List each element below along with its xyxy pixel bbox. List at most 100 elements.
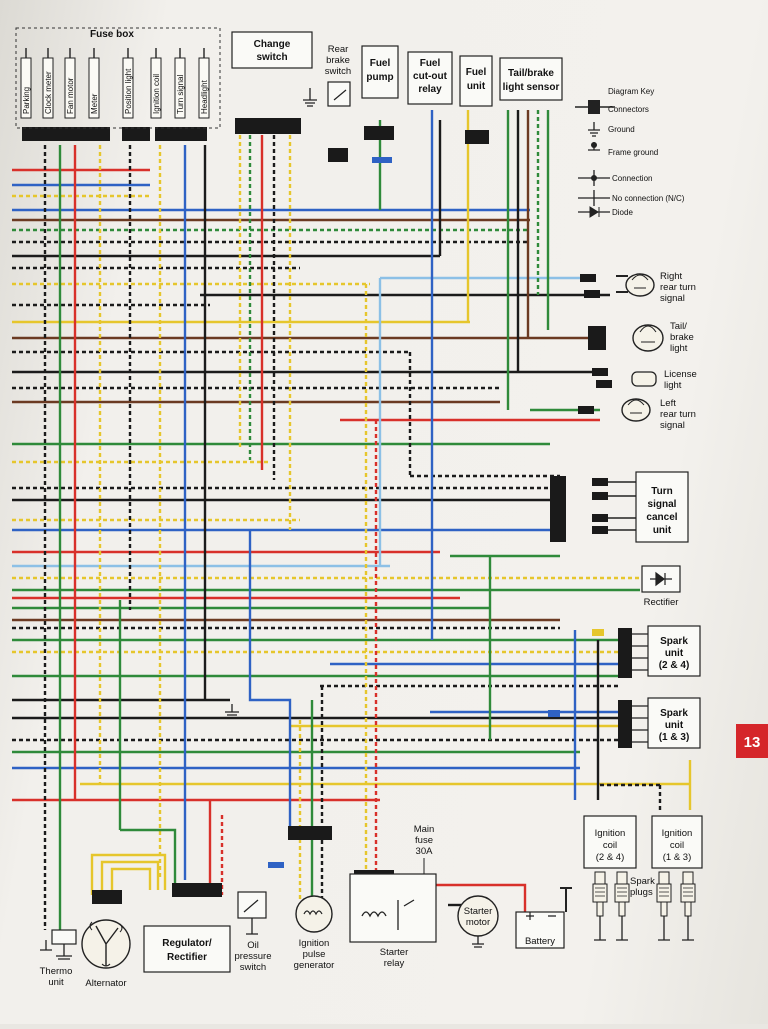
fuse-slots: Parking Clock meter Fan motor Meter Position…: [20, 48, 210, 119]
fuse-label: Position light: [124, 68, 133, 114]
spark-plug-icon: [614, 871, 630, 930]
spark-plugs-label-1: Spark: [630, 876, 655, 887]
pulse-gen-label-2: pulse: [303, 949, 326, 960]
fuse-label: Ignition coil: [152, 74, 161, 114]
chapter-number: 13: [744, 734, 761, 751]
fuel-pump-label-1: Fuel: [370, 58, 391, 69]
cancel-unit-label-4: unit: [653, 525, 672, 536]
alternator-label: Alternator: [85, 978, 126, 989]
starter-relay-label-1: Starter: [380, 947, 409, 958]
starter-relay: Starter relay: [349, 873, 437, 969]
spark-plug-icon: [656, 871, 672, 930]
rear-brake-switch: Rear brake switch: [325, 44, 351, 107]
fuse-label: Turn signal: [176, 75, 185, 115]
license-light: License light: [631, 369, 697, 391]
coil-24-label-2: coil: [603, 840, 617, 851]
pulse-gen-label-1: Ignition: [299, 938, 330, 949]
right-turn-label-3: signal: [660, 293, 685, 304]
fuse-headlight: Headlight: [198, 48, 210, 119]
key-connection: Connection: [612, 174, 652, 183]
cancel-unit-label-2: signal: [648, 499, 677, 510]
starter-motor-label-2: motor: [466, 917, 490, 928]
fuel-relay-label-2: cut-out: [413, 71, 448, 82]
fuse-clock-meter: Clock meter: [42, 48, 54, 119]
left-turn-label-3: signal: [660, 420, 685, 431]
license-label-1: License: [664, 369, 697, 380]
coil-24-label-3: (2 & 4): [596, 852, 625, 863]
coil-24-label-1: Ignition: [595, 828, 626, 839]
regulator-rectifier: Regulator/ Rectifier: [143, 925, 231, 973]
cancel-unit-label-3: cancel: [646, 512, 677, 523]
main-fuse-label-1: Main: [414, 824, 435, 835]
fuel-unit-label-2: unit: [467, 81, 486, 92]
key-connectors: Connectors: [608, 105, 649, 114]
right-turn-label-1: Right: [660, 271, 683, 282]
fuse-meter: Meter: [88, 48, 100, 119]
thermo-label-1: Thermo: [40, 966, 73, 977]
fuse-label: Clock meter: [44, 71, 53, 114]
fuel-relay-label-1: Fuel: [420, 58, 441, 69]
regulator-label-2: Rectifier: [167, 952, 207, 963]
key-frame-ground: Frame ground: [608, 148, 658, 157]
turn-signal-cancel-unit: Turn signal cancel unit: [608, 471, 689, 543]
tail-brake-light-sensor: Tail/brake light sensor: [499, 57, 563, 101]
coil-13-label-1: Ignition: [662, 828, 693, 839]
starter-relay-label-2: relay: [384, 958, 405, 969]
ignition-pulse-generator: Ignition pulse generator: [294, 895, 335, 971]
spark-plugs: Spark plugs: [592, 871, 696, 930]
spark-unit-13-label-3: (1 & 3): [659, 732, 690, 743]
spark-unit-1-3: Spark unit (1 & 3): [632, 697, 701, 749]
fuse-ignition-coil: Ignition coil: [150, 48, 162, 119]
fuse-label: Meter: [90, 93, 99, 114]
change-switch-label-1: Change: [254, 39, 291, 50]
coil-13-label-3: (1 & 3): [663, 852, 692, 863]
chapter-tab: 13: [736, 724, 768, 758]
tail-light-label-2: brake: [670, 332, 694, 343]
fuel-cutout-relay: Fuel cut-out relay: [407, 51, 453, 105]
cancel-unit-label-1: Turn: [651, 486, 672, 497]
fuel-pump: Fuel pump: [361, 45, 399, 99]
change-switch: Change switch: [231, 31, 313, 69]
left-rear-turn-signal: Left rear turn signal: [621, 398, 696, 431]
main-fuse-label-2: fuse: [415, 835, 433, 846]
fuse-parking: Parking: [20, 48, 32, 119]
connector-blocks: [22, 118, 632, 904]
spark-plug-icon: [680, 871, 696, 930]
spark-unit-24-label-1: Spark: [660, 636, 688, 647]
diagram-key-title: Diagram Key: [608, 87, 654, 96]
thermo-label-2: unit: [48, 977, 64, 988]
fuse-label: Fan motor: [66, 77, 75, 114]
starter-motor-label-1: Starter: [464, 906, 493, 917]
spark-unit-13-label-1: Spark: [660, 708, 688, 719]
spark-unit-2-4: Spark unit (2 & 4): [632, 625, 701, 677]
right-rear-turn-signal: Right rear turn signal: [616, 271, 696, 304]
fuse-turn-signal: Turn signal: [174, 48, 186, 119]
regulator-label-1: Regulator/: [162, 938, 212, 949]
ignition-coil-2-4: Ignition coil (2 & 4): [583, 815, 637, 869]
alternator: Alternator: [81, 919, 131, 989]
rear-brake-label-1: Rear: [328, 44, 349, 55]
spark-plugs-label-2: plugs: [630, 887, 653, 898]
battery-label: Battery: [525, 936, 555, 947]
fuel-unit-label-1: Fuel: [466, 67, 487, 78]
oil-pressure-switch: Oil pressure switch: [235, 891, 271, 973]
rectifier-label: Rectifier: [644, 597, 679, 608]
pulse-gen-label-3: generator: [294, 960, 335, 971]
starter-motor: Starter motor: [457, 895, 499, 948]
main-fuse-label-3: 30A: [416, 846, 434, 857]
ground-symbols: [225, 88, 694, 941]
fuse-fan-motor: Fan motor: [64, 48, 76, 119]
fuel-pump-label-2: pump: [366, 72, 393, 83]
right-turn-label-2: rear turn: [660, 282, 696, 293]
left-turn-label-1: Left: [660, 398, 676, 409]
spark-unit-24-label-3: (2 & 4): [659, 660, 690, 671]
left-turn-label-2: rear turn: [660, 409, 696, 420]
spark-unit-24-label-2: unit: [665, 648, 684, 659]
fuse-label: Parking: [22, 87, 31, 114]
oil-switch-label-3: switch: [240, 962, 266, 973]
tail-light-label-1: Tail/: [670, 321, 687, 332]
wiring-harness: [12, 110, 692, 930]
